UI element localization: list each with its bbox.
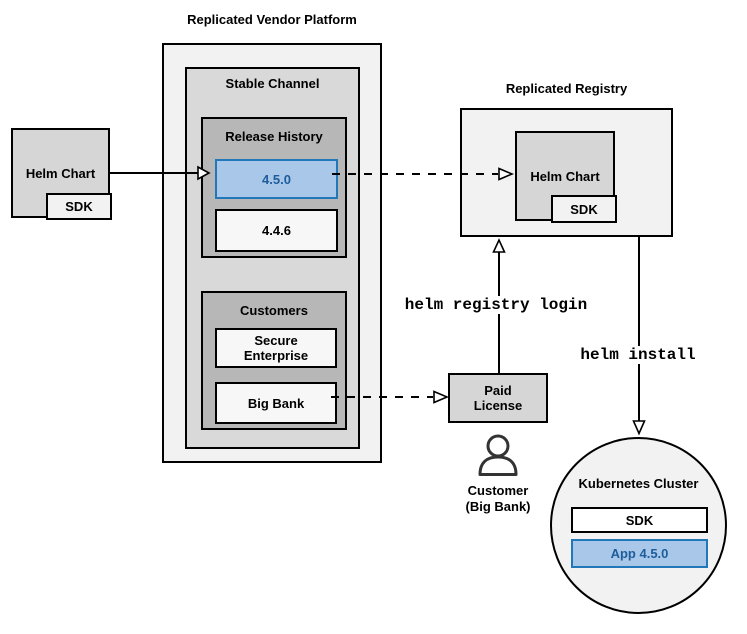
helm-registry-login-label: helm registry login (399, 296, 593, 314)
release-history-title: Release History (225, 129, 323, 144)
source-sdk-box: SDK (46, 193, 112, 220)
customer-actor-label: Customer (Big Bank) (465, 483, 531, 514)
release-history-box: Release History 4.5.0 4.4.6 (201, 117, 347, 258)
source-helm-chart-box: Helm Chart SDK (11, 128, 112, 220)
stable-channel-box: Stable Channel Release History 4.5.0 4.4… (185, 67, 360, 449)
customer-secure-enterprise: Secure Enterprise (215, 328, 337, 368)
cluster-app-box: App 4.5.0 (571, 539, 708, 568)
registry-box: Helm Chart SDK (460, 108, 673, 237)
customer-big-bank: Big Bank (215, 382, 337, 424)
registry-sdk-box: SDK (551, 195, 617, 223)
release-4-4-6: 4.4.6 (215, 209, 338, 252)
vendor-platform-title: Replicated Vendor Platform (187, 12, 357, 27)
source-helm-chart-label: Helm Chart (25, 165, 96, 181)
vendor-platform-box: Stable Channel Release History 4.5.0 4.4… (162, 43, 382, 463)
customers-box: Customers Secure Enterprise Big Bank (201, 291, 347, 430)
paid-license-box: Paid License (448, 373, 548, 423)
registry-title: Replicated Registry (505, 81, 628, 96)
helm-install-label: helm install (574, 346, 702, 364)
customer-icon (478, 434, 518, 476)
registry-helm-chart-label: Helm Chart (530, 168, 600, 184)
registry-helm-chart-box: Helm Chart SDK (515, 131, 617, 223)
kubernetes-cluster-circle: Kubernetes Cluster SDK App 4.5.0 (550, 437, 727, 614)
customers-title: Customers (240, 303, 308, 318)
kubernetes-cluster-title: Kubernetes Cluster (578, 476, 699, 491)
stable-channel-title: Stable Channel (225, 76, 320, 91)
release-4-5-0: 4.5.0 (215, 159, 338, 199)
cluster-sdk-box: SDK (571, 507, 708, 533)
helm-install-arrow (632, 237, 646, 436)
